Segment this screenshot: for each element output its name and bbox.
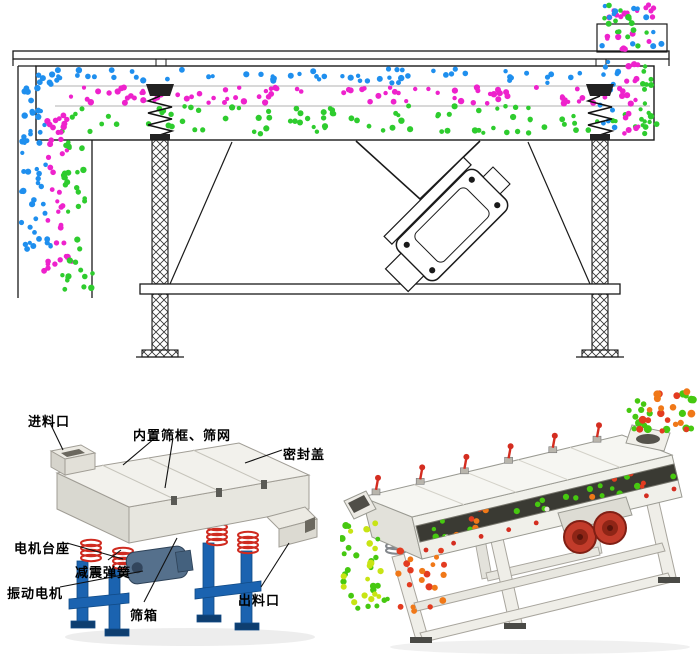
particle-group (22, 236, 53, 252)
schematic-drawing (12, 2, 670, 358)
particle-group (395, 554, 447, 614)
particle-group (18, 75, 48, 235)
toggle-clamp-icon (463, 453, 470, 460)
left-support-spring (136, 84, 184, 358)
particle-group (41, 253, 74, 274)
particle-group (54, 66, 583, 86)
clamp-icon (171, 496, 177, 505)
label-vibration-motor: 振动电机 (7, 587, 64, 602)
right-support-spring (576, 84, 624, 358)
vibration-motor-illustration (125, 545, 194, 585)
particle-group (619, 61, 641, 136)
particle-group (604, 30, 652, 52)
toggle-clamp-icon (596, 422, 602, 429)
particle-group (396, 547, 447, 610)
spring-icon (80, 538, 102, 563)
feed-hopper (625, 424, 671, 452)
falling-particles (340, 388, 697, 614)
render-3d (340, 388, 697, 654)
label-feed-inlet: 进料口 (28, 415, 71, 430)
particle-group (614, 27, 649, 49)
particle-group (60, 271, 95, 292)
label-screen-box: 筛箱 (130, 609, 159, 624)
toggle-clamp-icon (551, 432, 558, 439)
ground-shadow (390, 640, 690, 654)
spring-icon (237, 530, 259, 555)
cutaway-band (415, 463, 679, 543)
particle-group (351, 591, 382, 606)
toggle-clamp-icon (507, 443, 514, 450)
particle-group (35, 71, 63, 87)
particle-group (646, 388, 696, 427)
spring-icon (145, 95, 175, 136)
label-damper-spring: 减震弹簧 (75, 566, 132, 581)
label-motor-base: 电机台座 (14, 542, 71, 557)
top-rail (12, 50, 670, 66)
vibration-motor-schematic (383, 156, 511, 293)
left-discharge-chute (343, 490, 377, 520)
spring-icon (585, 95, 615, 136)
particle-dots-layer (18, 2, 665, 292)
labeled-illustration (49, 422, 318, 646)
clamp-icon (216, 488, 222, 497)
particle-group (340, 520, 384, 590)
screen-deck (35, 65, 655, 141)
particle-group (638, 64, 660, 130)
label-seal-cover: 密封盖 (283, 448, 326, 463)
spring-icon (206, 522, 228, 547)
label-discharge-outlet: 出料口 (238, 594, 281, 609)
screen-box-body (55, 442, 311, 544)
particle-group (340, 522, 381, 594)
clamp-icon (261, 480, 267, 489)
leader-lines (49, 422, 290, 603)
toggle-clamp-icon (419, 464, 426, 471)
screen-body (360, 434, 683, 560)
particle-group (60, 140, 88, 273)
vibration-motors (557, 496, 633, 554)
discharge-outlet-part (266, 506, 318, 548)
label-inner-screen: 内置筛框、筛网 (133, 429, 232, 444)
support-stands (68, 542, 262, 637)
particle-group (599, 29, 665, 50)
base-frame (139, 141, 621, 295)
particle-group (44, 112, 70, 246)
ground-shadow (65, 628, 315, 646)
particle-group (59, 103, 648, 137)
toggle-clamp-icon (375, 474, 381, 481)
feed-inlet-part (49, 444, 97, 476)
particle-group (348, 592, 390, 611)
top-clamps (371, 422, 602, 496)
particle-group (602, 2, 635, 27)
